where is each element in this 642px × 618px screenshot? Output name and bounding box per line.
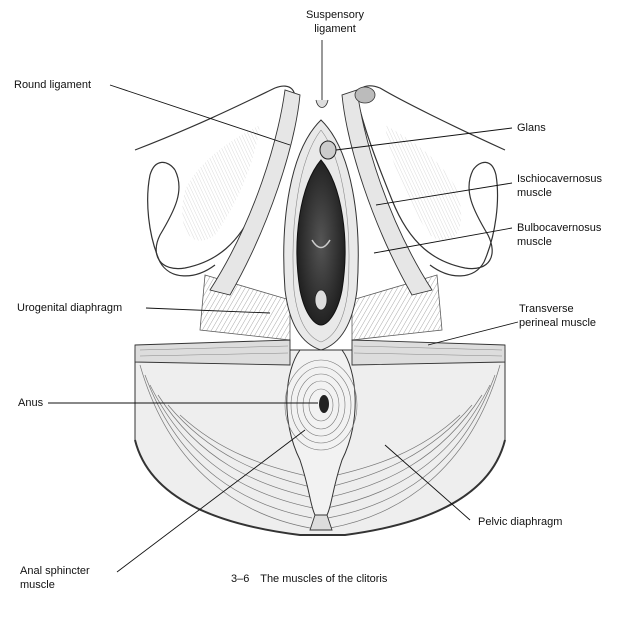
- label-round-ligament: Round ligament: [14, 79, 92, 91]
- label-glans: Glans: [517, 122, 546, 134]
- label-ischiocavernosus-muscle: Ischiocavernosus muscle: [517, 173, 602, 199]
- figure-caption: 3–6 The muscles of the clitoris: [231, 572, 387, 586]
- label-urogenital-diaphragm: Urogenital diaphragm: [17, 302, 123, 314]
- caption-text: The muscles of the clitoris: [260, 573, 388, 585]
- label-bulbocavernosus-muscle: Bulbocavernosus muscle: [517, 222, 602, 248]
- bone-shading: [182, 125, 462, 241]
- vaginal-opening: [296, 159, 346, 326]
- label-suspensory-ligament: Suspensory ligament: [305, 9, 365, 35]
- label-anal-sphincter-muscle: Anal sphincter muscle: [20, 565, 90, 591]
- label-pelvic-diaphragm: Pelvic diaphragm: [478, 516, 563, 528]
- anus-shape: [319, 395, 329, 413]
- glans-shape: [319, 140, 337, 160]
- label-anus: Anus: [18, 397, 44, 409]
- label-transverse-perineal-muscle: Transverse perineal muscle: [519, 303, 597, 329]
- suspensory-ligament-shape: [315, 40, 329, 108]
- transverse-perineal-shape: [134, 339, 506, 366]
- caption-number: 3–6: [231, 573, 250, 585]
- perineal-column: [284, 349, 358, 531]
- leader-lines: [48, 84, 519, 573]
